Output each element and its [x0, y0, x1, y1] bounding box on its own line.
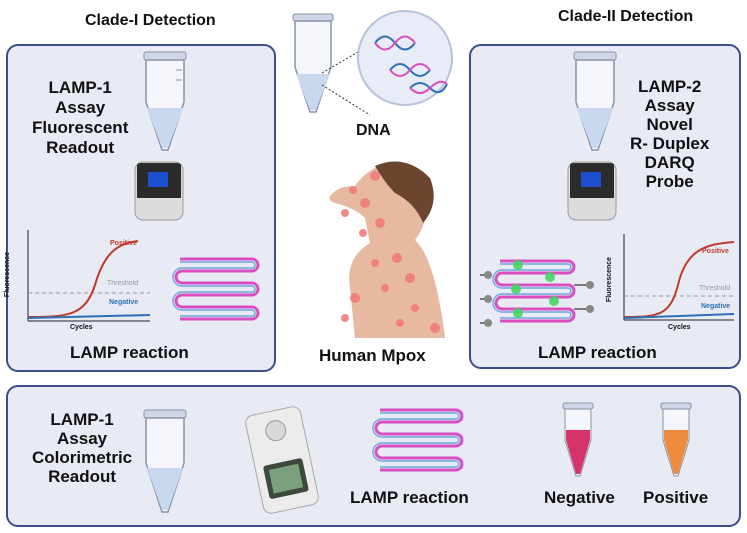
lamp-amplicon-icon	[172, 257, 260, 321]
lamp-reaction-label-bottom: LAMP reaction	[350, 488, 469, 507]
lamp1-colorimetric-assay-label: LAMP-1 Assay Colorimetric Readout	[32, 410, 132, 486]
assay-line: Fluorescent	[32, 118, 129, 137]
assay-line: R- Duplex	[630, 134, 710, 153]
plot-xlabel: Cycles	[668, 324, 691, 331]
fluorescence-plot-left	[27, 230, 151, 322]
plot-negative-label: Negative	[109, 299, 139, 306]
lamp-reaction-label-left: LAMP reaction	[70, 343, 189, 362]
assay-line: Assay	[57, 429, 108, 448]
assay-line: LAMP-2	[638, 77, 702, 96]
plot-negative-label: Negative	[701, 303, 731, 310]
dna-label: DNA	[356, 122, 391, 139]
assay-line: LAMP-1	[50, 410, 114, 429]
dna-circle-icon	[357, 10, 453, 106]
assay-line: Probe	[645, 172, 694, 191]
negative-tube-icon	[562, 402, 594, 477]
tube-icon	[573, 51, 617, 151]
plot-xlabel: Cycles	[70, 324, 93, 331]
lamp1-fluorescent-assay-label: LAMP-1 Assay Fluorescent Readout	[32, 78, 128, 158]
clade1-title: Clade-I Detection	[85, 12, 216, 29]
fluorescence-reader-icon	[567, 161, 617, 221]
plot-ylabel: Fluorescence	[606, 256, 614, 303]
clade2-title: Clade-II Detection	[558, 8, 694, 25]
human-mpox-label: Human Mpox	[319, 346, 426, 365]
assay-line: Assay	[55, 98, 106, 117]
negative-label: Negative	[544, 488, 615, 507]
plot-positive-label: Positive	[702, 248, 729, 255]
tube-icon	[143, 409, 187, 513]
assay-line: Readout	[46, 138, 115, 157]
dna-zoom-lines	[321, 44, 371, 116]
plot-threshold-label: Threshold	[699, 285, 731, 292]
assay-line: Assay	[644, 96, 695, 115]
plot-ylabel: Fluorescence	[4, 251, 12, 298]
lamp-reaction-label-right: LAMP reaction	[538, 343, 657, 362]
lamp2-darq-assay-label: LAMP-2 Assay Novel R- Duplex DARQ Probe	[630, 77, 709, 191]
assay-line: LAMP-1	[48, 78, 112, 97]
fluorescence-reader-icon	[134, 161, 184, 221]
positive-tube-icon	[660, 402, 692, 477]
positive-label: Positive	[643, 488, 709, 507]
assay-line: DARQ	[644, 153, 695, 172]
plot-positive-label: Positive	[110, 240, 137, 247]
plot-threshold-label: Threshold	[107, 280, 139, 287]
darq-probe-amplicon-icon	[480, 259, 594, 327]
fluorescence-plot-right	[623, 234, 735, 321]
assay-line: Readout	[48, 467, 117, 486]
assay-line: Colorimetric	[32, 448, 133, 467]
center-tube-icon	[292, 13, 334, 113]
human-mpox-figure	[329, 161, 445, 338]
lamp-amplicon-icon	[372, 408, 464, 472]
heat-block-device-icon	[245, 406, 319, 514]
tube-icon	[143, 51, 187, 151]
assay-line: Novel	[646, 115, 693, 134]
